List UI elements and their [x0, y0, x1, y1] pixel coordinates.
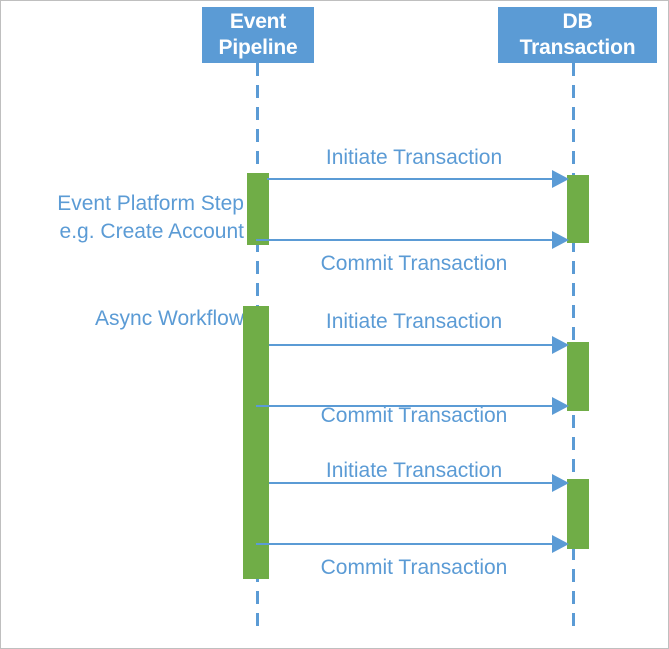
participant-event-pipeline-label: Event Pipeline — [202, 9, 314, 61]
message-line-4[interactable] — [256, 405, 567, 407]
note-async-workflow-line1: Async Workflow — [95, 307, 244, 330]
participant-event-pipeline[interactable]: Event Pipeline — [202, 7, 314, 63]
message-label-5: Initiate Transaction — [325, 459, 503, 482]
participant-db-transaction-line2: Transaction — [519, 36, 636, 59]
message-arrowhead-3 — [552, 336, 569, 354]
message-arrowhead-4 — [552, 397, 569, 415]
message-arrowhead-1 — [552, 170, 569, 188]
message-label-3: Initiate Transaction — [325, 310, 503, 333]
message-arrowhead-5 — [552, 474, 569, 492]
message-line-5[interactable] — [269, 482, 567, 484]
message-label-6: Commit Transaction — [320, 556, 508, 579]
activation-db-transaction-3[interactable] — [567, 479, 589, 549]
activation-event-pipeline-1[interactable] — [247, 173, 269, 245]
activation-db-transaction-1[interactable] — [567, 175, 589, 243]
note-event-platform-step-line1: Event Platform Step — [57, 192, 244, 215]
message-line-2[interactable] — [256, 239, 567, 241]
note-event-platform-step: Event Platform Step e.g. Create Account — [1, 190, 244, 246]
activation-event-pipeline-2[interactable] — [243, 306, 269, 579]
message-line-3[interactable] — [269, 344, 567, 346]
message-label-1: Initiate Transaction — [325, 146, 503, 169]
participant-event-pipeline-line1: Event — [229, 10, 287, 33]
message-label-2: Commit Transaction — [320, 252, 508, 275]
message-line-6[interactable] — [256, 543, 567, 545]
participant-db-transaction-label: DB Transaction — [498, 9, 657, 61]
message-line-1[interactable] — [267, 178, 567, 180]
participant-db-transaction[interactable]: DB Transaction — [498, 7, 657, 63]
activation-db-transaction-2[interactable] — [567, 342, 589, 411]
note-async-workflow: Async Workflow — [1, 305, 244, 333]
participant-event-pipeline-line2: Pipeline — [218, 36, 298, 59]
message-label-4: Commit Transaction — [320, 404, 508, 427]
message-arrowhead-2 — [552, 231, 569, 249]
note-event-platform-step-line2: e.g. Create Account — [59, 220, 244, 243]
message-arrowhead-6 — [552, 535, 569, 553]
participant-db-transaction-line1: DB — [562, 10, 593, 33]
